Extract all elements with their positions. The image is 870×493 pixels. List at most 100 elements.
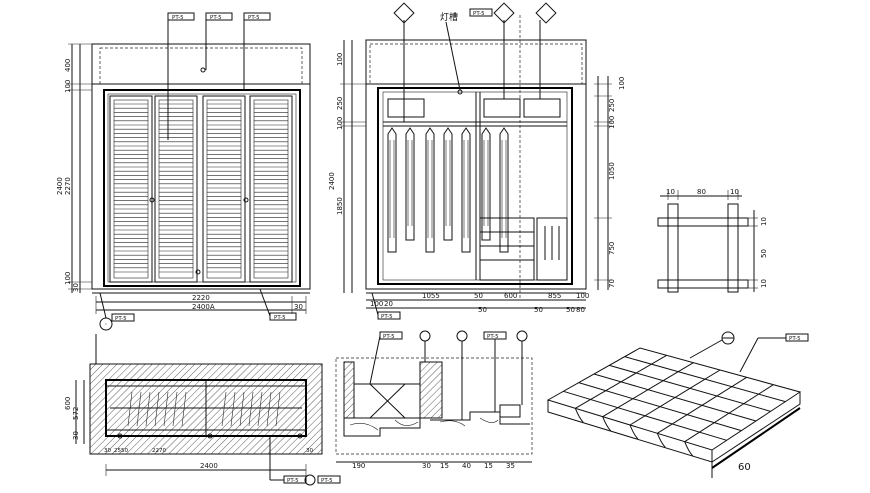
section-dim-top: 10 [666,188,675,196]
front-dim-bottom: 2400A [192,303,215,311]
front-door-frame [103,89,301,287]
interior-dim-bottom: 100 [576,292,589,300]
svg-text:PT-5: PT-5 [473,11,485,17]
callout-tag: PT-5 [205,12,233,70]
front-outer-frame [91,43,311,290]
interior-cabinet-frame [377,87,573,285]
iso-grid-dividers [563,354,786,457]
section-dim-right: 10 [760,217,768,226]
front-elevation: 400 100 2400 2270 100 30 2220 2400A 30 P… [56,12,311,331]
detail-wood-profile [343,417,421,437]
section-dim-top: 10 [730,188,739,196]
section-marker [516,330,528,405]
front-dim-left: 400 [64,59,72,72]
interior-dim-right: 100 [608,116,616,129]
detail-frame [335,357,533,455]
interior-dim-right: 750 [608,242,616,255]
section-marker [535,2,557,99]
plan-dim-small: 30 [104,448,111,454]
door-panel-3 [202,95,246,283]
door-handle [195,269,201,275]
plan-hanger-marks [127,391,281,427]
interior-elevation: 100 250 100 2400 1850 100 250 100 1050 7… [328,2,626,320]
interior-dim-bottom: 50 [478,306,487,314]
interior-dim-right: 100 [618,77,626,90]
svg-text:PT-5: PT-5 [789,336,801,342]
detail-dim-bottom: 15 [440,462,449,470]
section-dim-right: 50 [760,249,768,258]
svg-text:PT-5: PT-5 [383,334,395,340]
door-handle [243,197,249,203]
plan-view: 600 572 30 30 2550 2270 30 2400 PT-5 PT-… [64,323,341,486]
front-dim-left: 100 [64,272,72,285]
front-dim-left: 100 [64,80,72,93]
detail-section: 190 30 15 40 15 35 PT-5 PT-5 [335,330,533,470]
section-dim-top: 80 [697,188,706,196]
detail-dim-bottom: 40 [462,462,471,470]
svg-text:PT-5: PT-5 [274,315,286,321]
callout-tag: PT-5 [304,474,341,486]
svg-text:PT-5: PT-5 [487,334,499,340]
iso-rail [711,407,801,469]
hanging-clothes [387,127,509,253]
plan-dim-left: 600 [64,397,72,410]
interior-dim-bottom: 100 [370,300,383,308]
interior-dim-bottom: 50 [534,306,543,314]
top-storage-box [483,98,521,118]
section-marker [689,331,735,359]
door-panel-4 [249,95,293,283]
detail-dim-bottom: 15 [484,462,493,470]
plan-dim-small: 2550 [114,448,128,454]
interior-dim-right: 250 [608,99,616,112]
svg-text:PT-5: PT-5 [210,15,222,21]
svg-text:PT-5: PT-5 [381,314,393,320]
callout-tag: PT-5 [483,331,507,412]
door-handle [149,197,155,203]
svg-text:PT-5: PT-5 [321,478,333,484]
interior-dim-left: 2400 [328,172,336,190]
svg-text:PT-5: PT-5 [248,15,260,21]
interior-dim-bottom: 50 [474,292,483,300]
callout-tag [95,323,107,364]
section-dim-right: 10 [760,279,768,288]
hanging-garment [499,127,509,253]
interior-dim-left: 250 [336,97,344,110]
interior-dim-right: 70 [608,279,616,288]
interior-dim-bottom: 50 [566,306,575,314]
top-storage-box [387,98,425,118]
detail-dim-bottom: 35 [506,462,515,470]
callout-tag: PT-5 [469,8,493,17]
plan-dim-total: 2400 [200,462,218,470]
interior-dim-right: 1050 [608,162,616,180]
interior-dim-left: 1850 [336,197,344,215]
svg-text:PT-5: PT-5 [172,15,184,21]
section-post-right [727,203,739,293]
hanging-garment [461,127,471,253]
section-marker [393,2,415,122]
hanging-garment [481,127,491,241]
interior-dim-bottom: 1055 [422,292,440,300]
callout-tag: PT-5 [371,292,401,320]
section-rail-top [657,217,749,227]
hanging-garment [405,127,415,241]
detail-dim-bottom: 190 [352,462,365,470]
section-marker [419,330,431,362]
tie-rack [536,217,568,281]
light-slot-label: 灯槽 [440,11,458,23]
front-dim-bottom: 30 [294,303,303,311]
plan-dim-small: 30 [306,448,313,454]
callout-tag: PT-5 [269,436,307,484]
door-panel-2 [154,95,198,283]
front-dim-bottom: 2220 [192,294,210,302]
svg-text:PT-5: PT-5 [115,316,127,322]
door-panel-1 [109,95,153,283]
top-storage-box [523,98,561,118]
interior-dim-bottom: 20 [384,300,393,308]
hanging-garment [425,127,435,253]
hanging-garment [443,127,453,241]
interior-dim-left: 100 [336,53,344,66]
iso-height-label: 60 [738,462,751,473]
interior-dim-bottom: 855 [548,292,561,300]
front-dim-left: 2400 [56,177,64,195]
